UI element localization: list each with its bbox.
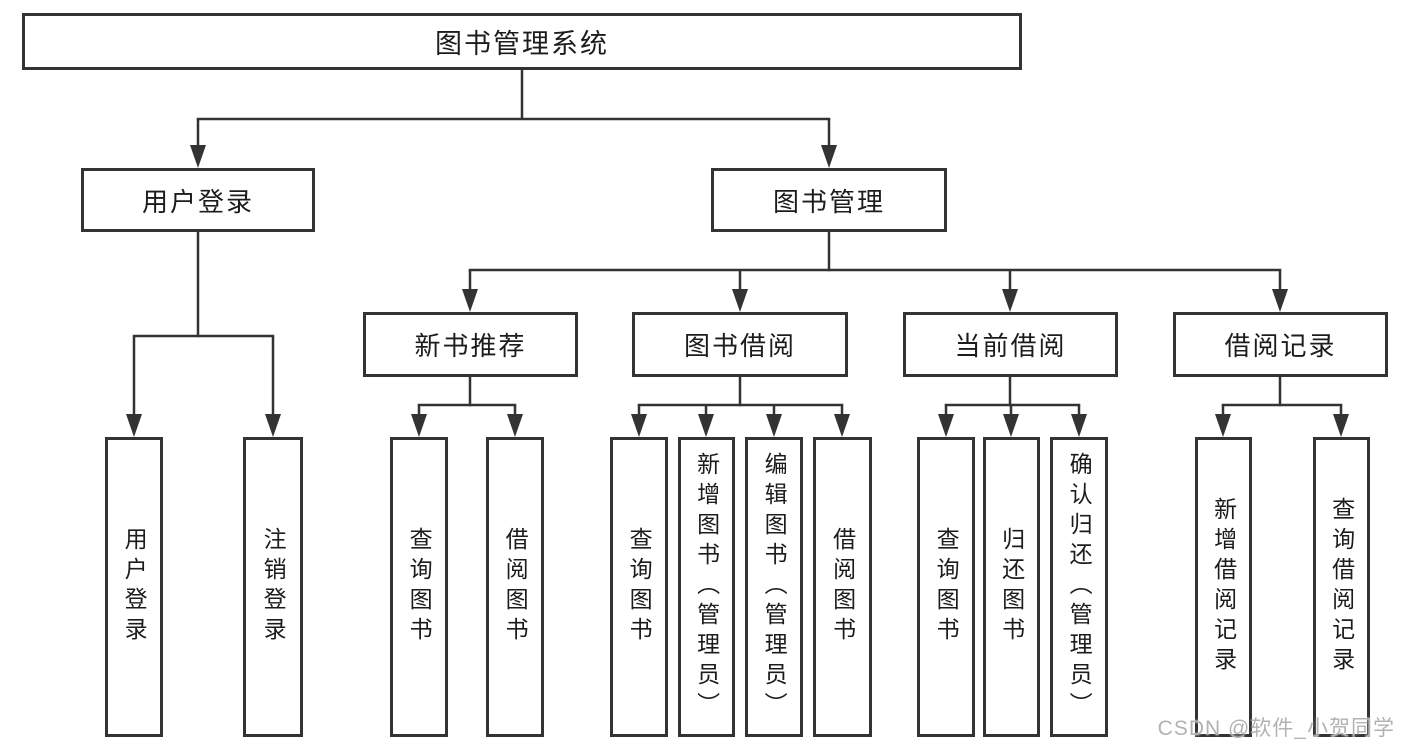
csdn-watermark: CSDN @软件_小贺同学 bbox=[1157, 717, 1395, 740]
node-leaf-add-borrow-record: 新增借阅记录 bbox=[1195, 437, 1252, 737]
node-library-system: 图书管理系统 bbox=[22, 13, 1022, 70]
node-leaf-query-books-2: 查询图书 bbox=[610, 437, 668, 737]
node-label: 归还图书 bbox=[998, 527, 1025, 647]
node-label: 用户登录 bbox=[121, 527, 148, 647]
node-leaf-query-books-1: 查询图书 bbox=[390, 437, 448, 737]
node-leaf-user-login: 用户登录 bbox=[105, 437, 163, 737]
node-leaf-query-borrow-record: 查询借阅记录 bbox=[1313, 437, 1370, 737]
node-label: 图书管理系统 bbox=[435, 29, 609, 59]
node-label: 图书管理 bbox=[772, 186, 885, 217]
node-label: 查询借阅记录 bbox=[1328, 497, 1355, 677]
node-leaf-query-books-3: 查询图书 bbox=[917, 437, 975, 737]
node-book-borrowing: 图书借阅 bbox=[632, 312, 848, 377]
node-label: 注销登录 bbox=[260, 527, 287, 647]
node-label: 借阅记录 bbox=[1224, 331, 1337, 361]
node-label: 图书借阅 bbox=[683, 331, 796, 361]
node-label: 查询图书 bbox=[626, 527, 653, 647]
node-borrow-records: 借阅记录 bbox=[1173, 312, 1388, 377]
node-label: 查询图书 bbox=[406, 527, 433, 647]
node-leaf-return-books: 归还图书 bbox=[983, 437, 1040, 737]
node-label: 新书推荐 bbox=[414, 331, 527, 361]
node-leaf-edit-books-admin: 编辑图书（管理员） bbox=[745, 437, 803, 737]
node-new-book-recommend: 新书推荐 bbox=[363, 312, 578, 377]
node-leaf-confirm-return-admin: 确认归还（管理员） bbox=[1050, 437, 1108, 737]
node-leaf-add-books-admin: 新增图书（管理员） bbox=[678, 437, 735, 737]
node-label: 查询图书 bbox=[933, 527, 960, 647]
node-label: 借阅图书 bbox=[829, 527, 856, 647]
node-label: 新增图书（管理员） bbox=[693, 452, 720, 722]
node-leaf-borrow-books-1: 借阅图书 bbox=[486, 437, 544, 737]
node-label: 当前借阅 bbox=[954, 331, 1067, 361]
node-label: 确认归还（管理员） bbox=[1066, 452, 1093, 722]
node-leaf-logout: 注销登录 bbox=[243, 437, 303, 737]
node-label: 用户登录 bbox=[141, 186, 254, 217]
node-label: 新增借阅记录 bbox=[1210, 497, 1237, 677]
node-leaf-borrow-books-2: 借阅图书 bbox=[813, 437, 872, 737]
node-current-borrowing: 当前借阅 bbox=[903, 312, 1118, 377]
node-label: 借阅图书 bbox=[502, 527, 529, 647]
node-user-login: 用户登录 bbox=[81, 168, 315, 232]
node-label: 编辑图书（管理员） bbox=[761, 452, 788, 722]
node-book-management: 图书管理 bbox=[711, 168, 947, 232]
